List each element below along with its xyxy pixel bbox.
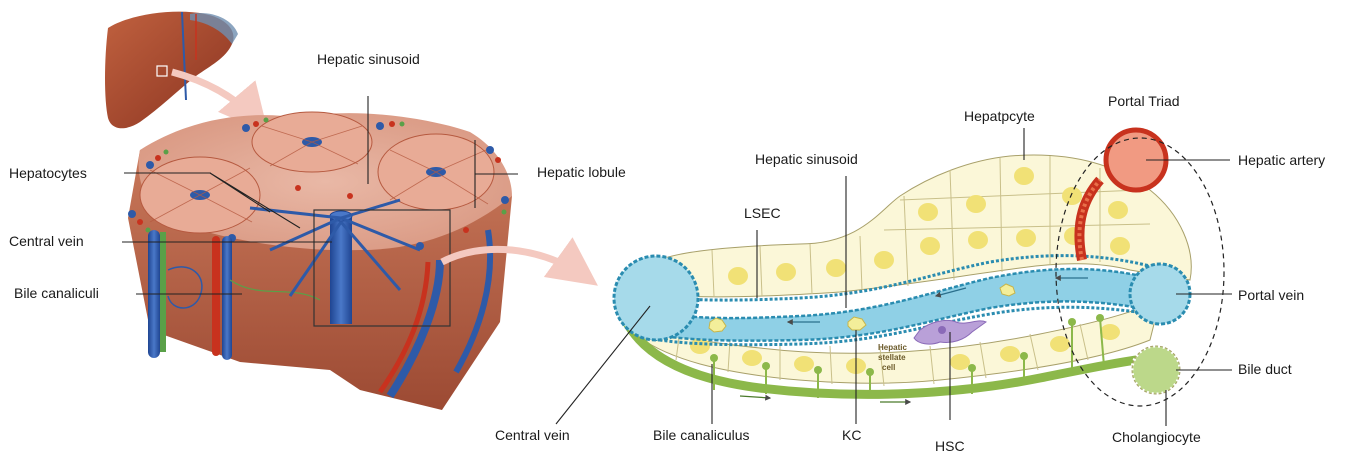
- right-panel: Hepatic stellate cell Portal Triad Hepat…: [495, 93, 1325, 454]
- whole-liver-illustration: [105, 12, 238, 129]
- label-hepatic-sinusoid-left: Hepatic sinusoid: [317, 51, 420, 67]
- label-hepatic-stellate-cell-line2: stellate: [878, 353, 906, 362]
- label-cholangiocyte: Cholangiocyte: [1112, 429, 1201, 445]
- left-panel: Hepatic sinusoid Hepatocytes Hepatic lob…: [9, 12, 626, 410]
- label-hsc: HSC: [935, 438, 965, 454]
- central-vein-lumen: [614, 256, 698, 340]
- label-hepatic-artery: Hepatic artery: [1238, 152, 1325, 168]
- label-hepatic-sinusoid-right: Hepatic sinusoid: [755, 151, 858, 167]
- label-central-vein-right: Central vein: [495, 427, 570, 443]
- label-hepatic-stellate-cell-line1: Hepatic: [878, 343, 907, 352]
- label-lsec: LSEC: [744, 205, 781, 221]
- label-hepatocytes: Hepatocytes: [9, 165, 87, 181]
- leader-central-vein-right: [556, 306, 650, 424]
- label-hepatic-stellate-cell-line3: cell: [882, 363, 895, 372]
- label-central-vein-left: Central vein: [9, 233, 84, 249]
- label-bile-canaliculus: Bile canaliculus: [653, 427, 750, 443]
- label-hepatocyte: Hepatpcyte: [964, 108, 1035, 124]
- bile-duct: [1132, 346, 1180, 394]
- label-bile-canaliculi: Bile canaliculi: [14, 285, 99, 301]
- tissue-block-illustration: [128, 112, 512, 410]
- label-kc: KC: [842, 427, 861, 443]
- label-portal-vein: Portal vein: [1238, 287, 1304, 303]
- label-portal-triad: Portal Triad: [1108, 93, 1180, 109]
- label-bile-duct: Bile duct: [1238, 361, 1292, 377]
- label-hepatic-lobule: Hepatic lobule: [537, 164, 626, 180]
